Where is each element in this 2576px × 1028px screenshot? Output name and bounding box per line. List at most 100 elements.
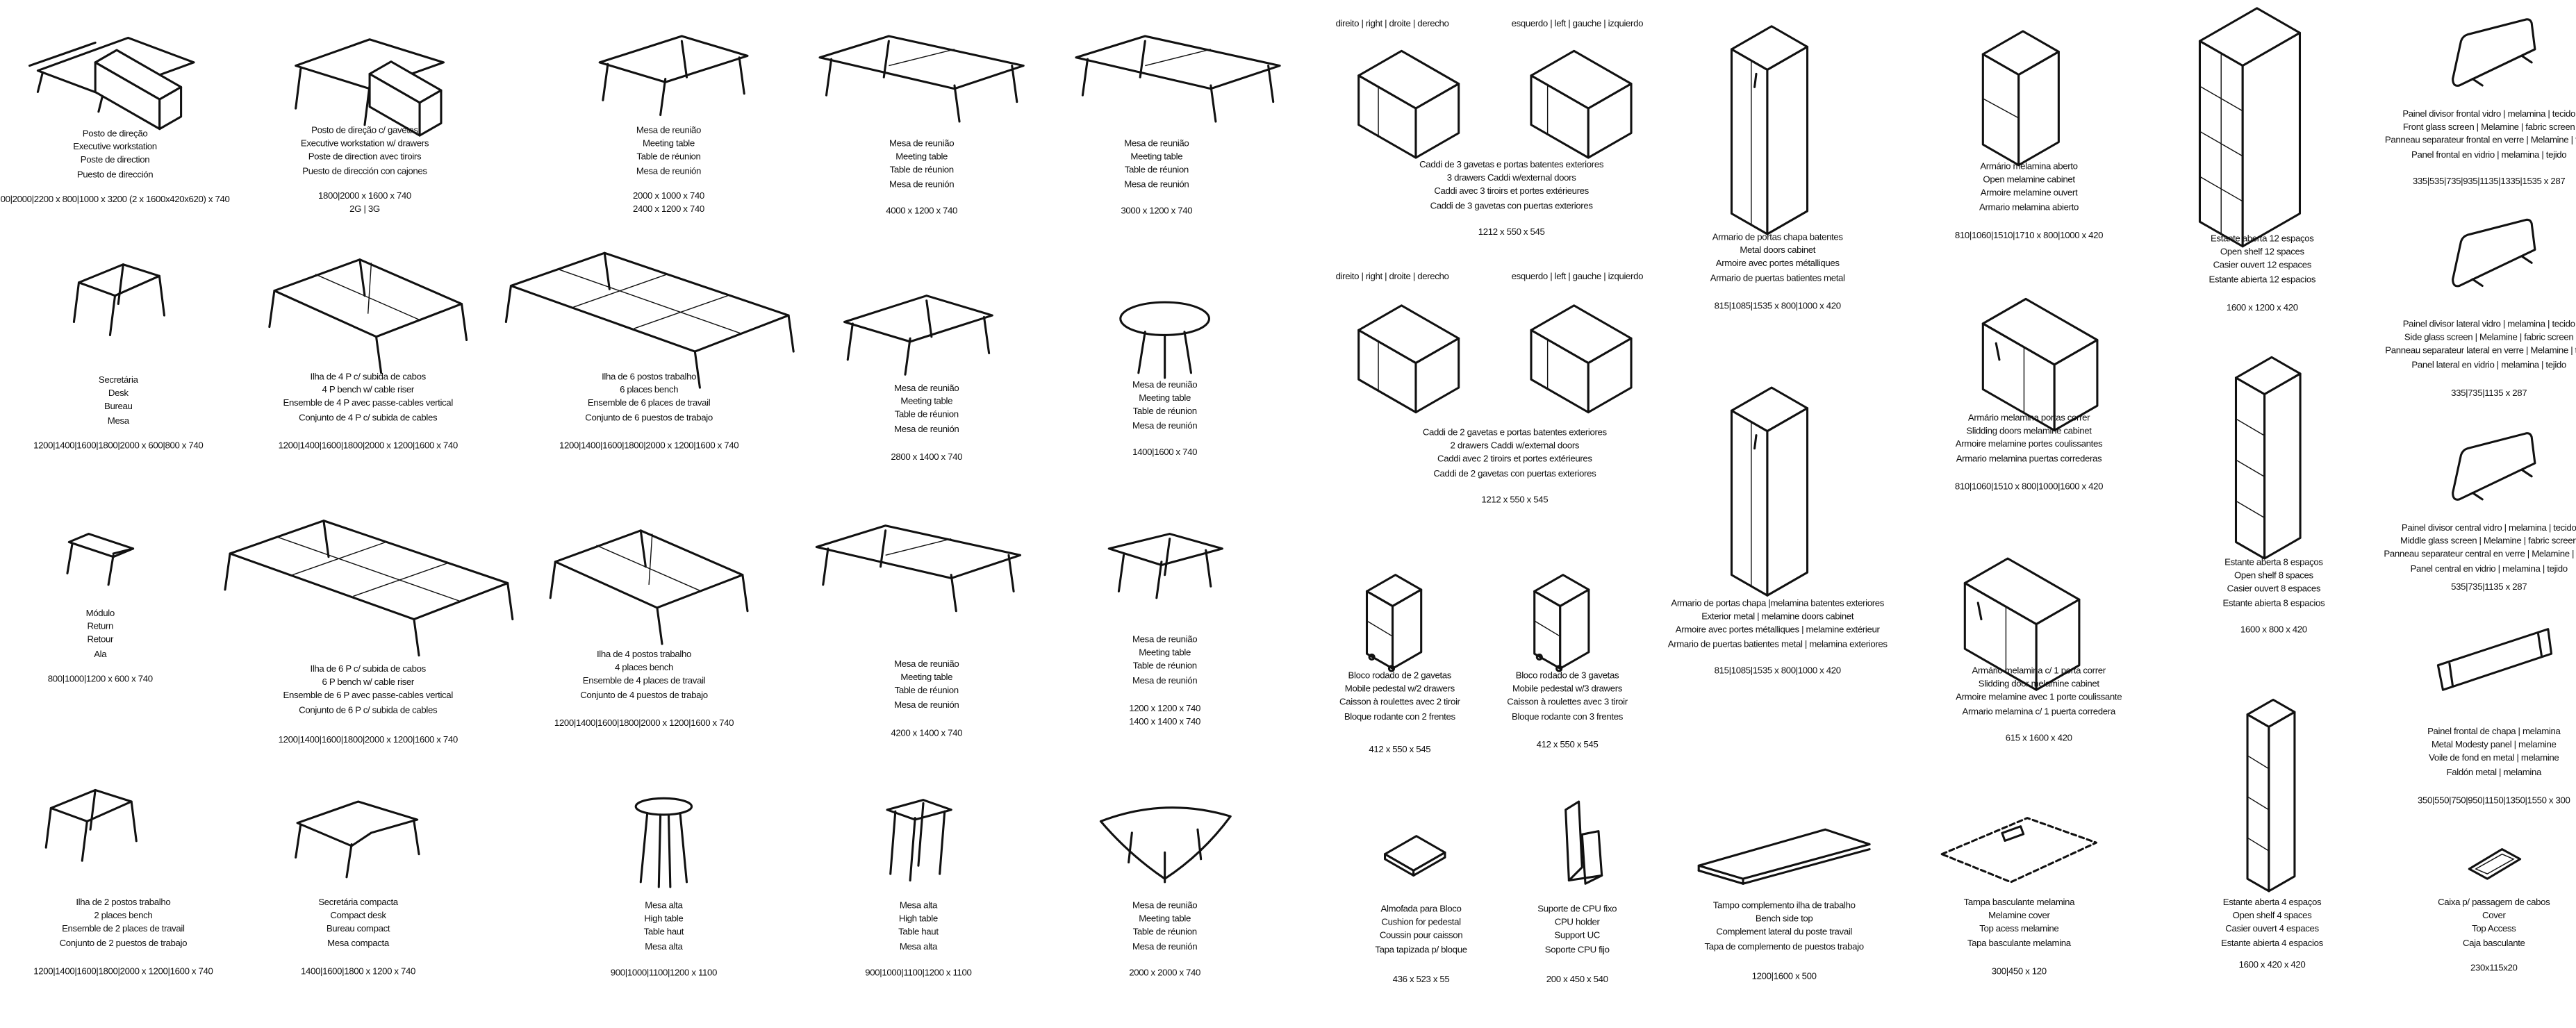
description-line: Retour bbox=[87, 636, 114, 647]
description-line: Poste de direction avec tiroirs bbox=[308, 153, 422, 164]
description-line: Cushion for pedestal bbox=[1381, 918, 1461, 929]
description-line: Armario de puertas batientes metal bbox=[1710, 273, 1845, 284]
description-line: Estante abierta 4 espacios bbox=[2221, 938, 2323, 949]
description-line: Panel lateral en vidrio | melamina | tej… bbox=[2411, 360, 2566, 371]
product-dimensions: 412 x 550 x 545 bbox=[1354, 739, 1781, 752]
description-line: Bloque rodante con 3 frentes bbox=[1512, 712, 1623, 722]
side-label: direito | right | droite | derecho bbox=[1335, 19, 1449, 30]
description-line: Armario de puertas batientes metal | mel… bbox=[1667, 640, 1888, 650]
product-dimensions: 436 x 523 x 55 bbox=[1207, 974, 1635, 987]
dimension-line: 815|1085|1535 x 800|1000 x 420 bbox=[1714, 302, 1841, 313]
description-line: High table bbox=[898, 915, 938, 925]
product-dimensions: 800|1000|1200 x 600 x 740 bbox=[0, 674, 314, 687]
desk-drawing bbox=[72, 260, 165, 336]
dimension-line: 615 x 1600 x 420 bbox=[2005, 734, 2072, 745]
description-line: Melamine cover bbox=[1988, 911, 2050, 922]
table-long-drawing bbox=[815, 33, 1028, 123]
description-line: Compact desk bbox=[330, 911, 386, 922]
product-dimensions: 3000 x 1200 x 740 bbox=[943, 206, 1370, 219]
description-line: Bloco rodado de 2 gavetas bbox=[1348, 672, 1452, 682]
description-line: Desk bbox=[108, 389, 129, 400]
description-line: Ensemble de 6 P avec passe-cables vertic… bbox=[283, 692, 453, 702]
description-line: Ensemble de 2 places de travail bbox=[62, 925, 185, 936]
description-line: Mesa de reunión bbox=[1124, 180, 1189, 190]
flap-drawing bbox=[1937, 813, 2101, 887]
product-dimensions: 810|1060|1510 x 800|1000|1600 x 420 bbox=[1815, 481, 2243, 495]
table-drawing bbox=[591, 33, 748, 117]
product-description: Painel divisor lateral vidro | melamina … bbox=[2275, 319, 2576, 373]
description-line: Conjunto de 6 P c/ subida de cables bbox=[299, 705, 438, 716]
description-line: Mesa de reunión bbox=[894, 424, 959, 435]
product-dimensions: 4200 x 1400 x 740 bbox=[713, 728, 1140, 741]
side-label: direito | right | droite | derecho bbox=[1335, 272, 1449, 283]
product-description: Caddi de 2 gavetas e portas batentes ext… bbox=[1301, 427, 1728, 481]
product-dimensions: 1600 x 420 x 420 bbox=[2058, 959, 2486, 972]
dimension-line: 1212 x 550 x 545 bbox=[1478, 228, 1545, 238]
product-description: Armario de portas chapa |melamina batent… bbox=[1564, 598, 1991, 652]
description-line: Complement lateral du poste travail bbox=[1716, 929, 1853, 939]
description-line: Ensemble de 4 places de travail bbox=[582, 677, 706, 688]
description-line: Caddi de 2 gavetas con puertas exteriore… bbox=[1433, 469, 1596, 479]
product-dimensions: 1600 x 800 x 420 bbox=[2060, 624, 2487, 638]
description-line: Caja basculante bbox=[2462, 938, 2525, 949]
description-line: Bloque rodante con 2 frentes bbox=[1344, 712, 1455, 722]
side-label: esquerdo | left | gauche | izquierdo bbox=[1511, 272, 1644, 283]
description-line: Conjunto de 4 P c/ subida de cables bbox=[299, 413, 438, 424]
description-line: Armário melamina c/ 1 porta correr bbox=[1972, 667, 2106, 677]
description-line: Bench side top bbox=[1755, 915, 1813, 925]
product-dimensions: 1200|1400|1600|1800|2000 x 600|800 x 740 bbox=[0, 440, 332, 454]
dimension-line: 900|1000|1100|1200 x 1100 bbox=[865, 969, 972, 979]
description-line: Mesa de reunião bbox=[894, 384, 959, 395]
product-dimensions: 1200|1600 x 500 bbox=[1571, 971, 1998, 984]
product-dimensions: 200 x 450 x 540 bbox=[1364, 974, 1791, 987]
dimension-line: 2G | 3G bbox=[349, 206, 380, 216]
description-line: Casier ouvert 4 espaces bbox=[2225, 925, 2319, 936]
description-line: Top acess melamine bbox=[1979, 925, 2059, 936]
product-dimensions: 2000 x 2000 x 740 bbox=[951, 968, 1378, 981]
cpu-drawing bbox=[1549, 800, 1606, 887]
description-line: Estante abierta 12 espacios bbox=[2208, 275, 2316, 285]
product-dimensions: 1200|1400|1600|1800|2000 x 1200|1600 x 7… bbox=[154, 440, 581, 454]
description-line: Table de réunion bbox=[889, 166, 955, 176]
description-line: High table bbox=[644, 915, 684, 925]
description-line: Mesa bbox=[107, 416, 129, 426]
description-line: Table de réunion bbox=[636, 153, 701, 164]
description-line: Table haut bbox=[898, 929, 939, 939]
product-dimensions: 1212 x 550 x 545 bbox=[1298, 226, 1725, 240]
table-long-drawing bbox=[1071, 33, 1280, 123]
dimension-line: 900|1000|1100|1200 x 1100 bbox=[610, 969, 718, 979]
product-dimensions: 815|1085|1535 x 800|1000 x 420 bbox=[1564, 301, 1991, 314]
description-line: Armário melamina portas correr bbox=[1967, 413, 2090, 424]
description-line: Tampo complemento ilha de trabalho bbox=[1712, 902, 1856, 912]
dimension-line: 230x115x20 bbox=[2470, 964, 2518, 975]
product-dimensions: 900|1000|1100|1200 x 1100 bbox=[450, 968, 877, 981]
caddi-left-drawing bbox=[1528, 46, 1643, 159]
dimension-line: 00|2000|2200 x 800|1000 x 3200 (2 x 1600… bbox=[0, 195, 230, 206]
description-line: Support UC bbox=[1554, 931, 1600, 942]
dimension-line: 800|1000|1200 x 600 x 740 bbox=[47, 674, 153, 686]
description-line: Mesa de reunião bbox=[1132, 902, 1198, 912]
description-line: 4 P bench w/ cable riser bbox=[322, 386, 415, 397]
description-line: Table de réunion bbox=[1132, 662, 1198, 673]
description-line: Conjunto de 4 puestos de trabajo bbox=[580, 690, 708, 701]
screen-drawing bbox=[2440, 431, 2538, 510]
desk-drawing bbox=[44, 785, 201, 867]
description-line: Table de réunion bbox=[894, 687, 959, 697]
dimension-line: 1200|1400|1600|1800|2000 x 1200|1600 x 7… bbox=[559, 442, 739, 452]
description-line: Caddi de 3 gavetas e portas batentes ext… bbox=[1419, 160, 1604, 171]
description-line: Tapa tapizada p/ bloque bbox=[1375, 945, 1467, 956]
dimension-line: 1800|2000 x 1600 x 740 bbox=[317, 192, 411, 202]
description-line: Ilha de 6 P c/ subida de cabos bbox=[310, 665, 427, 675]
description-line: Caddi de 3 gavetas con puertas exteriore… bbox=[1430, 201, 1593, 212]
tall-cabinet-drawing bbox=[1728, 386, 1827, 597]
